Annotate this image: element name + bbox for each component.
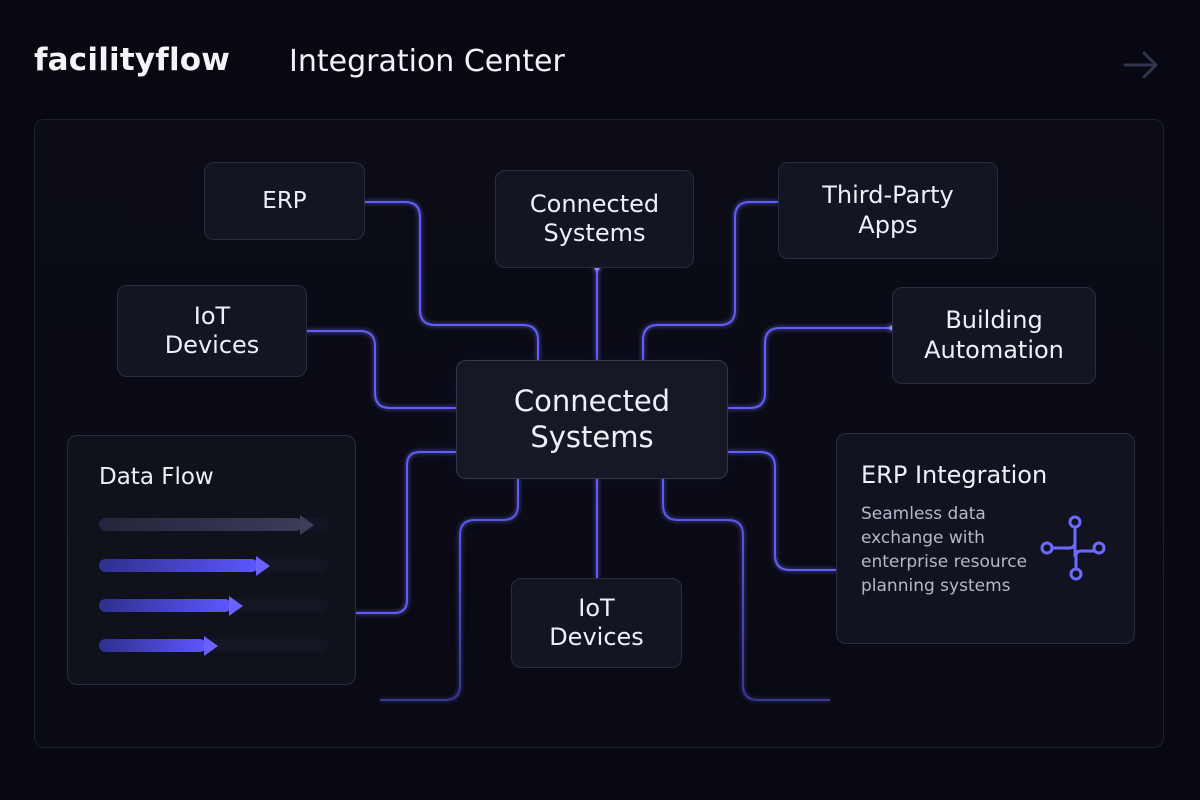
page-title: Integration Center [289,44,565,79]
third-party-apps-label: Third-Party Apps [822,181,954,239]
data-flow-title: Data Flow [99,464,214,490]
erp-integration-card[interactable]: ERP Integration Seamless data exchange w… [836,433,1135,644]
connected-systems-hub-label: Connected Systems [513,384,671,454]
integration-branch-icon [1040,515,1106,581]
arrow-right-icon[interactable] [1118,42,1164,88]
iot-devices-bottom-label: IoT Devices [549,593,644,651]
data-flow-panel: Data Flow [67,435,356,685]
erp-node[interactable]: ERP [204,162,365,240]
data-flow-bar [99,596,328,616]
iot-devices-left-node[interactable]: IoT Devices [117,285,307,377]
building-automation-node[interactable]: Building Automation [892,287,1096,384]
data-flow-bar [99,556,328,576]
building-automation-label: Building Automation [924,306,1064,364]
erp-node-label: ERP [262,187,307,214]
data-flow-bar [99,636,328,656]
connected-systems-hub[interactable]: Connected Systems [456,360,728,479]
brand-logo[interactable]: facilityflow [34,42,231,78]
connected-systems-top-label: Connected Systems [529,189,660,247]
iot-devices-left-label: IoT Devices [164,301,260,359]
iot-devices-bottom-node[interactable]: IoT Devices [511,578,682,668]
erp-integration-description: Seamless data exchange with enterprise r… [861,504,1028,597]
third-party-apps-node[interactable]: Third-Party Apps [778,162,998,259]
data-flow-bar [99,515,328,535]
connected-systems-top-node[interactable]: Connected Systems [495,170,694,268]
erp-integration-title: ERP Integration [861,461,1048,489]
